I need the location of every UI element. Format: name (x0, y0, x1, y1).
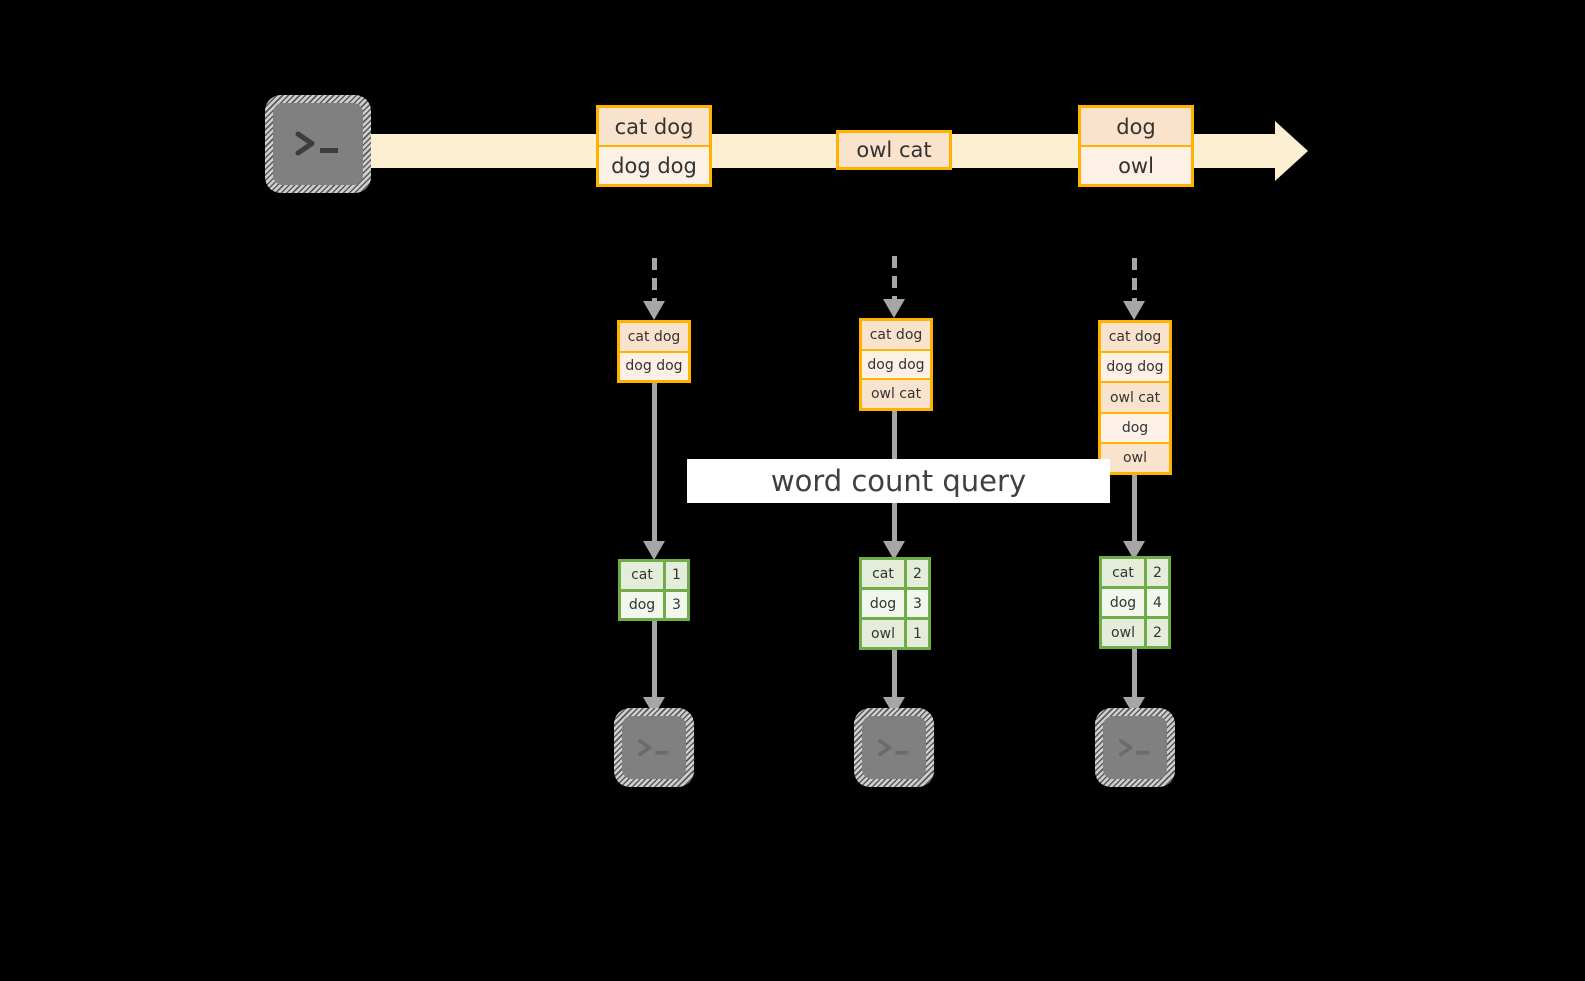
buffer-line: dog dog (862, 350, 930, 381)
event-stream-arrowhead (1275, 121, 1308, 181)
count-value: 1 (907, 620, 928, 647)
count-value: 2 (907, 560, 928, 587)
terminal-prompt-glyph (862, 716, 926, 779)
sink-terminal-icon[interactable] (614, 708, 694, 787)
count-value: 3 (666, 591, 687, 618)
stream-to-buffer-arrow (883, 256, 905, 318)
snapshot-buffer[interactable]: cat dog dog dog owl cat (859, 318, 933, 411)
count-word: owl (1102, 619, 1147, 646)
stream-to-buffer-arrow (643, 258, 665, 320)
buffer-line: dog dog (1101, 353, 1169, 384)
buffer-line: cat dog (1101, 323, 1169, 354)
buffer-line: dog (1101, 413, 1169, 444)
buffer-line: dog dog (620, 352, 688, 380)
buffer-line: cat dog (862, 321, 930, 351)
event-line: owl (1081, 147, 1191, 184)
event-line: owl cat (839, 133, 949, 167)
count-word: cat (621, 562, 666, 589)
count-word: owl (862, 620, 907, 647)
table-row: dog 4 (1102, 589, 1168, 619)
snapshot-buffer[interactable]: cat dog dog dog (617, 320, 691, 383)
table-row: cat 1 (621, 562, 687, 592)
terminal-body (622, 716, 686, 779)
counts-to-sink-arrow (1123, 649, 1145, 716)
count-value: 3 (907, 590, 928, 617)
buffer-line: cat dog (620, 323, 688, 353)
count-value: 4 (1147, 589, 1168, 616)
terminal-body (273, 103, 363, 185)
sink-terminal-icon[interactable] (854, 708, 934, 787)
terminal-prompt-glyph (1103, 716, 1167, 779)
event-line: cat dog (599, 108, 709, 147)
count-word: dog (1102, 589, 1147, 616)
terminal-prompt-glyph (273, 103, 363, 185)
event-line: dog (1081, 108, 1191, 147)
table-row: owl 1 (862, 620, 928, 647)
table-row: cat 2 (862, 560, 928, 590)
stream-event-box[interactable]: owl cat (836, 130, 952, 170)
count-word: cat (1102, 559, 1147, 586)
terminal-body (862, 716, 926, 779)
source-terminal-icon[interactable] (265, 95, 371, 193)
buffer-line: owl (1101, 443, 1169, 473)
count-value: 2 (1147, 559, 1168, 586)
buffer-to-counts-arrow (1123, 475, 1145, 560)
word-count-table[interactable]: cat 2 dog 4 owl 2 (1099, 556, 1171, 649)
sink-terminal-icon[interactable] (1095, 708, 1175, 787)
query-label-band: word count query (687, 459, 1110, 503)
stream-event-box[interactable]: dog owl (1078, 105, 1194, 187)
snapshot-buffer[interactable]: cat dog dog dog owl cat dog owl (1098, 320, 1172, 475)
word-count-table[interactable]: cat 2 dog 3 owl 1 (859, 557, 931, 650)
count-value: 2 (1147, 619, 1168, 646)
counts-to-sink-arrow (643, 621, 665, 716)
buffer-line: owl cat (862, 380, 930, 409)
table-row: owl 2 (1102, 619, 1168, 646)
table-row: dog 3 (862, 590, 928, 620)
table-row: dog 3 (621, 591, 687, 618)
buffer-to-counts-arrow (643, 383, 665, 560)
stream-to-buffer-arrow (1123, 258, 1145, 320)
terminal-prompt-glyph (622, 716, 686, 779)
count-word: cat (862, 560, 907, 587)
counts-to-sink-arrow (883, 650, 905, 716)
stream-event-box[interactable]: cat dog dog dog (596, 105, 712, 187)
count-word: dog (862, 590, 907, 617)
terminal-body (1103, 716, 1167, 779)
query-label: word count query (770, 464, 1027, 498)
table-row: cat 2 (1102, 559, 1168, 589)
event-line: dog dog (599, 147, 709, 184)
count-word: dog (621, 591, 666, 618)
word-count-table[interactable]: cat 1 dog 3 (618, 559, 690, 621)
buffer-line: owl cat (1101, 383, 1169, 414)
count-value: 1 (666, 562, 687, 589)
